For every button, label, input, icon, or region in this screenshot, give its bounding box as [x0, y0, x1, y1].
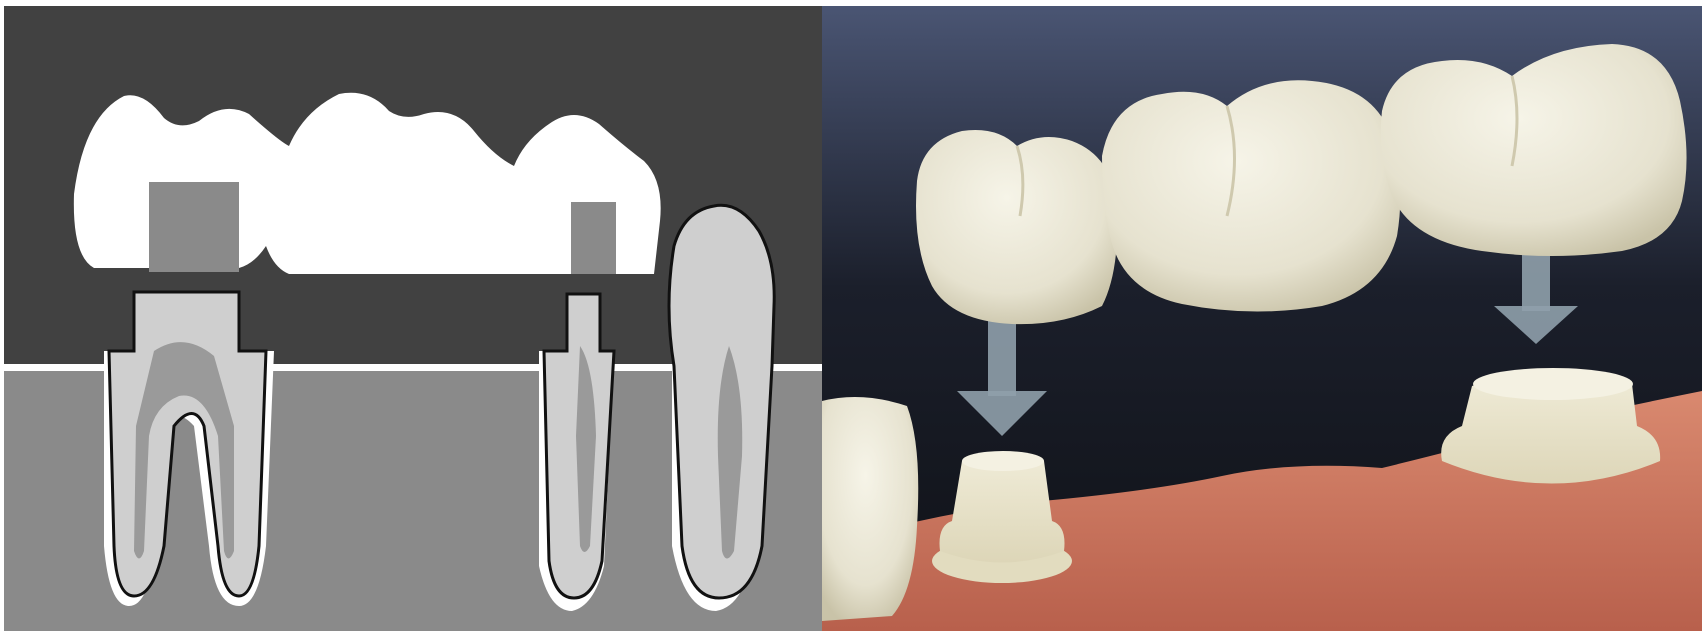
- rendered-crown-left: [916, 130, 1117, 324]
- rendering-panel: [822, 6, 1702, 631]
- rendering-svg: [822, 6, 1702, 631]
- adjacent-tooth: [822, 397, 918, 621]
- schematic-panel: [4, 6, 822, 631]
- schematic-svg: [4, 6, 822, 631]
- bridge: [74, 93, 661, 274]
- bridge-post-left: [149, 182, 239, 272]
- abutment-right: [1441, 368, 1660, 484]
- rendered-crown-right: [1381, 44, 1687, 256]
- natural-tooth: [669, 205, 774, 611]
- rendered-pontic: [1102, 80, 1400, 311]
- bridge-post-right: [571, 202, 616, 274]
